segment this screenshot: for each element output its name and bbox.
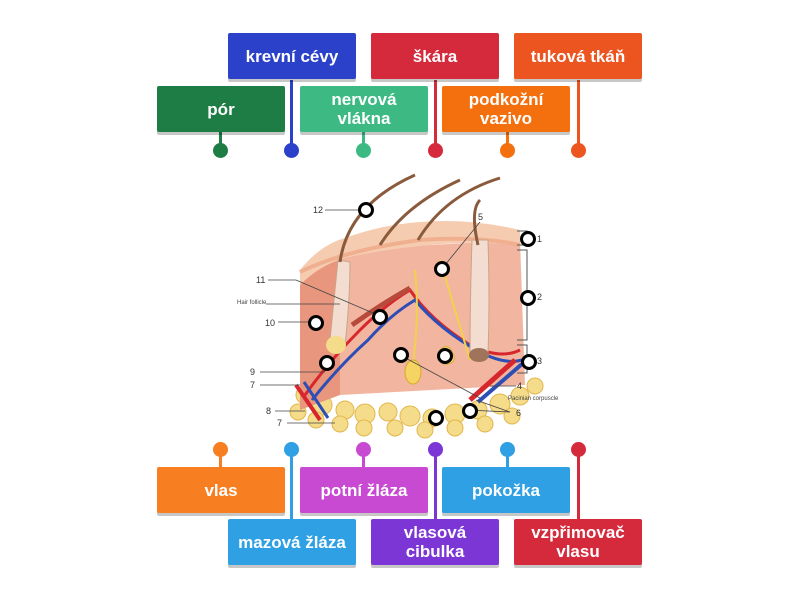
pin-pokozka[interactable] bbox=[500, 442, 515, 457]
label-krevni-cevy[interactable]: krevní cévy bbox=[228, 33, 356, 79]
hair-follicle-left bbox=[329, 259, 351, 346]
diagram-number-5: 5 bbox=[478, 212, 484, 222]
pin-vzprimovac-vlasu[interactable] bbox=[571, 442, 586, 457]
label-potni-zlaza[interactable]: potní žláza bbox=[300, 467, 428, 513]
vein bbox=[310, 298, 523, 401]
pin-nervova-vlakna[interactable] bbox=[356, 143, 371, 158]
label-mazova-zlaza[interactable]: mazová žláza bbox=[228, 519, 356, 565]
diagram-number-10: 10 bbox=[265, 318, 276, 328]
diagram-number-7a: 7 bbox=[250, 380, 256, 390]
diagram-number-9: 9 bbox=[250, 367, 256, 377]
label-krevni-cevy-text: krevní cévy bbox=[245, 46, 339, 66]
hotspot-sweat-duct[interactable] bbox=[393, 347, 409, 363]
hair-shaft-4 bbox=[473, 198, 482, 246]
pin-podkozni-vazivo[interactable] bbox=[500, 143, 515, 158]
hotspot-11[interactable] bbox=[372, 309, 388, 325]
hotspot-6[interactable] bbox=[462, 403, 478, 419]
pin-skara[interactable] bbox=[428, 143, 443, 158]
label-vzprimovac-vlasu[interactable]: vzpřimovač vlasu bbox=[514, 519, 642, 565]
diagram-number-11: 11 bbox=[256, 275, 266, 285]
diagram-number-8: 8 bbox=[266, 406, 272, 416]
hair-shaft-2 bbox=[378, 178, 461, 246]
hotspot-10[interactable] bbox=[308, 315, 324, 331]
hotspot-1[interactable] bbox=[520, 231, 536, 247]
label-potni-zlaza-text: potní žláza bbox=[320, 480, 408, 500]
hotspot-5[interactable] bbox=[434, 261, 450, 277]
label-podkozni-vazivo[interactable]: podkožní vazivo bbox=[442, 86, 570, 132]
diagram-number-6: 6 bbox=[516, 408, 522, 418]
hotspot-9[interactable] bbox=[319, 355, 335, 371]
pin-mazova-zlaza[interactable] bbox=[284, 442, 299, 457]
label-por-text: pór bbox=[207, 99, 235, 119]
hotspot-3[interactable] bbox=[521, 354, 537, 370]
hotspot-2[interactable] bbox=[520, 290, 536, 306]
label-skara-text: škára bbox=[412, 46, 458, 66]
pin-tukova-tkan[interactable] bbox=[571, 143, 586, 158]
pin-krevni-cevy[interactable] bbox=[284, 143, 299, 158]
label-mazova-zlaza-text: mazová žláza bbox=[238, 532, 346, 552]
label-vlasova-cibulka[interactable]: vlasová cibulka bbox=[371, 519, 499, 565]
pin-vlas[interactable] bbox=[213, 442, 228, 457]
hotspot-fat[interactable] bbox=[428, 410, 444, 426]
hotspot-12[interactable] bbox=[358, 202, 374, 218]
label-podkozni-vazivo-text: podkožní vazivo bbox=[468, 90, 544, 128]
pacinian-corpuscle-caption: Pacinian corpuscle bbox=[508, 396, 559, 402]
hair-shaft-3 bbox=[416, 176, 501, 241]
diagram-number-2: 2 bbox=[537, 292, 543, 302]
label-tukova-tkan-text: tuková tkáň bbox=[530, 46, 626, 66]
diagram-number-3: 3 bbox=[537, 356, 543, 366]
pin-potni-zlaza[interactable] bbox=[356, 442, 371, 457]
diagram-number-7b: 7 bbox=[277, 418, 283, 428]
label-tukova-tkan[interactable]: tuková tkáň bbox=[514, 33, 642, 79]
label-pokozka[interactable]: pokožka bbox=[442, 467, 570, 513]
label-nervova-vlakna[interactable]: nervová vlákna bbox=[300, 86, 428, 132]
label-nervova-vlakna-text: nervová vlákna bbox=[331, 90, 397, 128]
diagram-number-4: 4 bbox=[517, 381, 523, 391]
label-vlas[interactable]: vlas bbox=[157, 467, 285, 513]
hotspot-4[interactable] bbox=[437, 348, 453, 364]
hair-follicle-caption: Hair follicle bbox=[237, 300, 267, 306]
label-pokozka-text: pokožka bbox=[471, 480, 541, 500]
label-vzprimovac-vlasu-text: vzpřimovač vlasu bbox=[531, 523, 625, 561]
diagram-number-1: 1 bbox=[537, 234, 543, 244]
pin-por[interactable] bbox=[213, 143, 228, 158]
hair-follicle-right bbox=[469, 239, 490, 356]
label-skara[interactable]: škára bbox=[371, 33, 499, 79]
label-por[interactable]: pór bbox=[157, 86, 285, 132]
label-vlas-text: vlas bbox=[204, 480, 238, 500]
label-vlasova-cibulka-text: vlasová cibulka bbox=[403, 523, 467, 561]
pin-vlasova-cibulka[interactable] bbox=[428, 442, 443, 457]
diagram-number-12: 12 bbox=[313, 205, 324, 215]
